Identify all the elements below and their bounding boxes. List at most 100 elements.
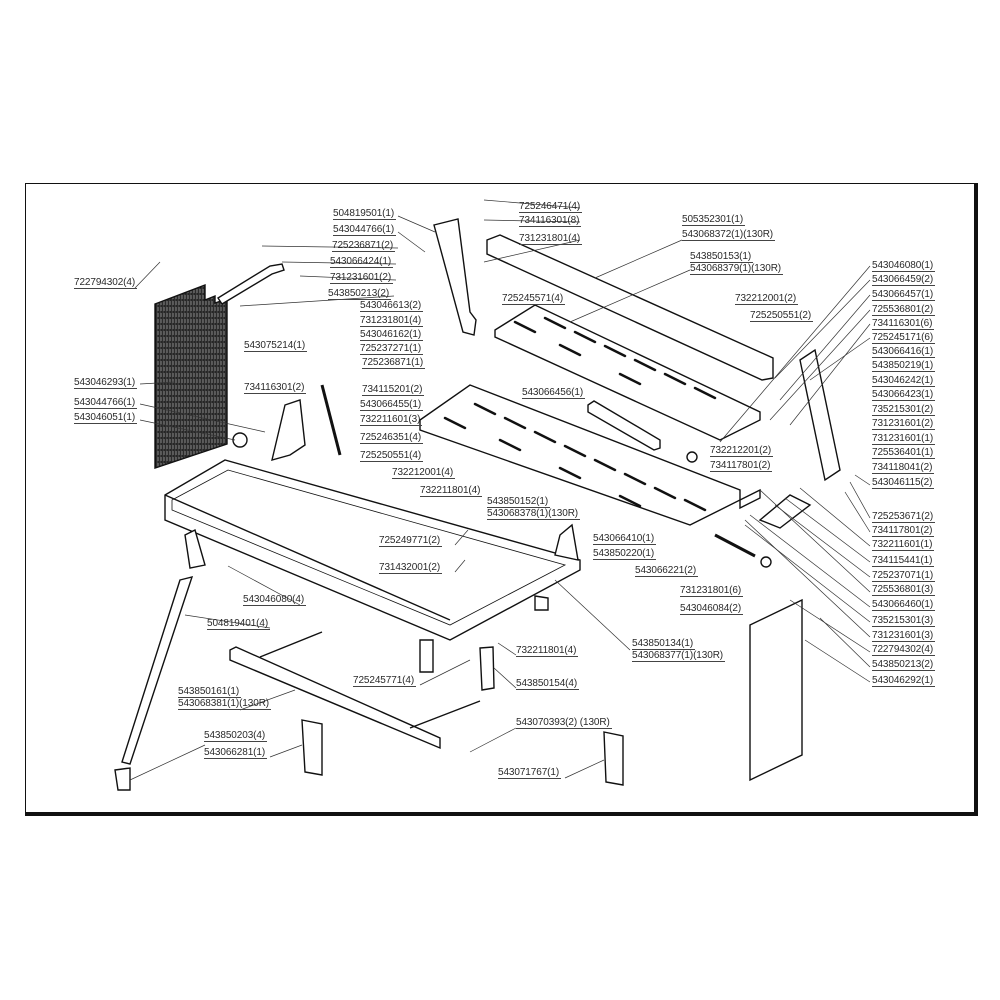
knob: [760, 556, 772, 568]
part-number-label: 543066459(2): [872, 274, 936, 286]
part-number-label: 725250551(4): [360, 450, 424, 462]
part-number-label: 543046292(1): [872, 675, 936, 687]
part-number-label: 543850220(1): [593, 548, 657, 560]
frame-bracket-left: [271, 399, 306, 461]
threaded-rod: [714, 533, 756, 558]
frame-leg: [419, 639, 434, 673]
part-number-label: 731231801(4): [519, 233, 583, 245]
part-number-label: 732211601(1): [872, 539, 935, 551]
support-bar: [587, 400, 661, 451]
frame-leg: [534, 595, 549, 611]
part-number-label: 725245171(6): [872, 332, 936, 344]
leader-lines: [129, 199, 871, 781]
part-number-label: 543066457(1): [872, 289, 936, 301]
part-number-label: 731231601(3): [872, 630, 936, 642]
part-number-label: 543850154(4): [516, 678, 580, 690]
part-number-label: 725245771(4): [353, 675, 417, 687]
part-number-label: 543066281(1): [204, 747, 268, 759]
part-number-label: 725245571(4): [502, 293, 566, 305]
frame-bracket-right: [554, 523, 579, 561]
part-number-label: 732212001(4): [392, 467, 456, 479]
part-number-label: 543850153(1): [690, 251, 754, 263]
top-rail: [486, 234, 774, 381]
knob: [232, 432, 248, 448]
part-number-label: 543068381(1)(130R): [178, 698, 272, 710]
part-number-label: 725249771(2): [379, 535, 443, 547]
part-number-label: 543046080(4): [243, 594, 307, 606]
part-number-label: 731231601(2): [872, 418, 936, 430]
part-number-label: 731231801(4): [360, 315, 424, 327]
extension-bar: [229, 646, 441, 750]
part-number-label: 543070393(2) (130R): [516, 717, 612, 729]
part-number-label: 543071767(1): [498, 767, 562, 779]
part-number-label: 725536401(1): [872, 447, 936, 459]
part-number-label: 543046084(2): [680, 603, 744, 615]
main-frame: [164, 459, 581, 641]
part-number-label: 504819501(1): [333, 208, 397, 220]
part-number-label: 543850213(2): [872, 659, 936, 671]
part-number-label: 722794302(4): [74, 277, 138, 289]
small-leg: [479, 646, 495, 691]
frame-leg: [184, 528, 206, 569]
part-number-label: 734117801(2): [872, 525, 935, 537]
part-number-label: 734116301(8): [519, 215, 582, 227]
part-number-label: 731231601(1): [872, 433, 936, 445]
part-number-label: 543068378(1)(130R): [487, 508, 581, 520]
loose-leg: [121, 576, 194, 765]
part-number-label: 543850203(4): [204, 730, 268, 742]
part-number-label: 543066456(1): [522, 387, 586, 399]
part-number-label: 543066410(1): [593, 533, 657, 545]
slide-rail: [739, 488, 761, 510]
part-number-label: 722794302(4): [872, 644, 936, 656]
manual-booklet: [301, 719, 323, 776]
part-number-label: 734118041(2): [872, 462, 935, 474]
part-number-label: 543850134(1): [632, 638, 696, 650]
part-number-label: 731231601(2): [330, 272, 394, 284]
right-side-panel: [749, 598, 803, 782]
part-number-label: 504819401(4): [207, 618, 271, 630]
part-number-label: 543850213(2): [328, 288, 392, 300]
part-number-label: 732211801(4): [516, 645, 579, 657]
gas-spring: [320, 384, 342, 456]
part-number-label: 734115201(2): [362, 384, 425, 396]
part-number-label: 725237271(1): [360, 343, 424, 355]
part-number-label: 543068372(1)(130R): [682, 229, 776, 241]
part-number-label: 734117801(2): [710, 460, 773, 472]
part-number-label: 543046051(1): [74, 412, 138, 424]
part-number-label: 725253671(2): [872, 511, 936, 523]
part-number-label: 543850161(1): [178, 686, 242, 698]
leg-cap: [114, 767, 131, 791]
part-number-label: 543066455(1): [360, 399, 424, 411]
part-number-label: 725236871(2): [332, 240, 396, 252]
stay-bar: [217, 263, 285, 305]
part-number-label: 725246351(4): [360, 432, 424, 444]
part-number-label: 543044766(1): [74, 397, 138, 409]
part-number-label: 543046080(1): [872, 260, 936, 272]
part-number-label: 543068379(1)(130R): [690, 263, 784, 275]
part-number-label: 543850152(1): [487, 496, 551, 508]
part-number-label: 732211801(4): [420, 485, 483, 497]
part-number-label: 543066423(1): [872, 389, 936, 401]
part-number-label: 543046242(1): [872, 375, 936, 387]
part-number-label: 734116301(6): [872, 318, 935, 330]
right-bracket: [799, 348, 841, 482]
part-number-label: 725250551(2): [750, 310, 814, 322]
handle-bracket: [758, 494, 812, 529]
part-number-label: 731432001(2): [379, 562, 443, 574]
knob: [686, 451, 698, 463]
part-number-label: 725236871(1): [362, 357, 426, 369]
part-number-label: 543046162(1): [360, 329, 424, 341]
part-number-label: 734116301(2): [244, 382, 307, 394]
part-number-label: 732212001(2): [735, 293, 799, 305]
part-number-label: 725237071(1): [872, 570, 936, 582]
part-number-label: 731231801(6): [680, 585, 744, 597]
part-number-label: 543066416(1): [872, 346, 936, 358]
rear-table: [494, 304, 761, 441]
table-slots: [443, 316, 717, 512]
part-number-label: 543046293(1): [74, 377, 138, 389]
part-number-label: 732211601(3): [360, 414, 423, 426]
part-number-label: 725536801(3): [872, 584, 936, 596]
part-number-label: 725246471(4): [519, 201, 583, 213]
part-number-label: 543068377(1)(130R): [632, 650, 726, 662]
